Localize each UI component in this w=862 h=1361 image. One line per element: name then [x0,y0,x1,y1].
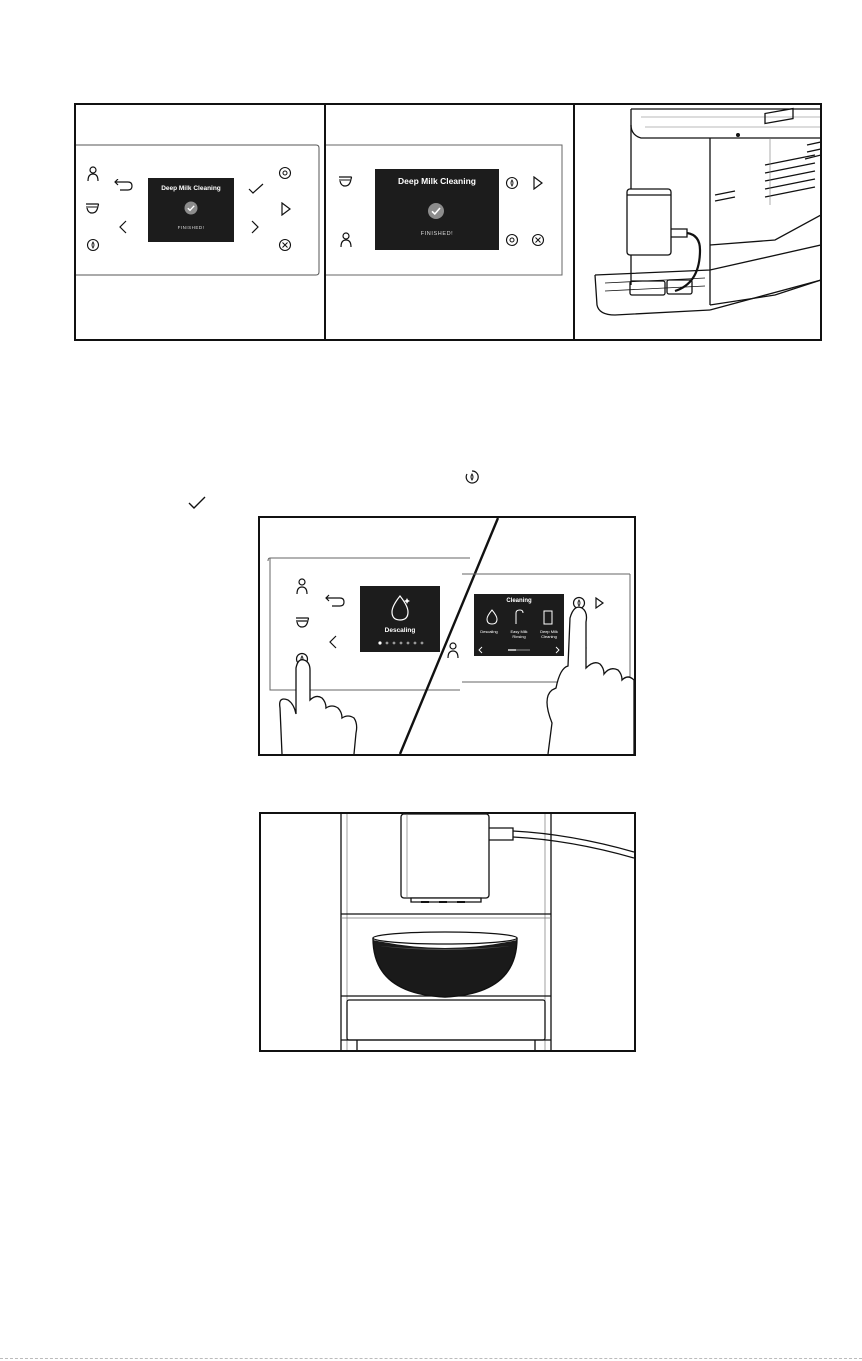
figure1-panel-a: Deep Milk Cleaning FINISHED! [76,105,324,341]
check-circle-icon [427,202,445,220]
cleaning-icon [464,469,480,485]
cup-icon [85,202,101,216]
cleaning-menu-icons [480,608,560,626]
screen-status: FINISHED! [148,225,234,230]
descaling-icon [388,594,412,622]
menu-nav [478,646,560,654]
menu-item-deep-milk-cleaning: Deep Milk Cleaning [534,629,564,639]
figure1-strip: Deep Milk Cleaning FINISHED! [74,103,822,341]
descaling-screen: Descaling [360,586,440,652]
settings-icon [505,233,519,247]
menu-item-easy-milk-rinsing: Easy Milk Rinsing [504,629,534,639]
cup-icon [338,175,354,189]
cancel-icon [278,238,292,252]
menu-item-descaling: Descaling [474,629,504,634]
display-screen-b: Deep Milk Cleaning FINISHED! [375,169,499,250]
figure2-drawing [260,518,634,754]
person-icon [339,232,353,248]
cleaning-menu-screen: Cleaning Descaling Easy Milk Rinsing Dee… [474,594,564,656]
person-icon [86,166,100,182]
milk-bowl-drawing [261,814,634,1050]
figure1-panel-c [575,105,822,341]
coffee-machine-drawing [575,105,822,341]
screen-title: Cleaning [474,598,564,604]
check-circle-icon [184,201,198,215]
check-icon [248,183,264,195]
chevron-left-icon [118,220,128,234]
screen-label: Descaling [360,627,440,634]
cleaning-icon [505,176,519,190]
check-icon [188,496,206,510]
screen-title: Deep Milk Cleaning [148,185,234,192]
play-icon [280,202,292,216]
page-dots [378,641,424,645]
figure2-panel: Descaling Cleaning Descaling Easy Milk R… [258,516,636,756]
figure3-panel [259,812,636,1052]
figure1-panel-b: Deep Milk Cleaning FINISHED! [326,105,573,341]
screen-status: FINISHED! [375,231,499,237]
page-bottom-rule [0,1358,862,1359]
display-screen-a: Deep Milk Cleaning FINISHED! [148,178,234,242]
chevron-right-icon [250,220,260,234]
screen-title: Deep Milk Cleaning [375,176,499,186]
cancel-icon [531,233,545,247]
back-arrow-icon [114,179,134,191]
play-icon [532,176,544,190]
settings-icon [278,166,292,180]
cleaning-icon [86,238,100,252]
